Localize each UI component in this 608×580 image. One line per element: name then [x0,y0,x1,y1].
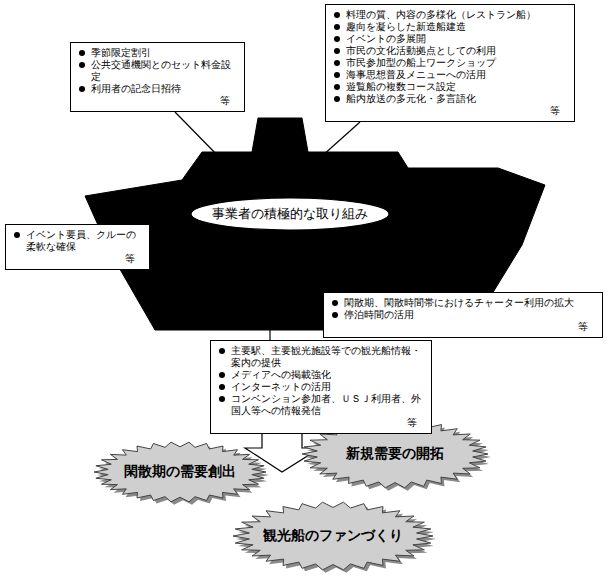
callout-box: イベント要員、クルーの柔軟な確保等 [5,224,150,270]
leader-line [322,122,360,156]
callout-text: 市民の文化活動拠点としての利用 [332,45,568,57]
callout-text: 船内放送の多元化・多言語化 [332,93,568,105]
callout-text: 等 [217,417,425,429]
callout-text: コンベンション参加者、ＵＳＪ利用者、外国人等への情報発信 [217,393,425,417]
callout-box: 主要駅、主要観光施設等での観光船情報・案内の提供メディアへの掲載強化インターネッ… [210,340,432,434]
callout-text: 趣向を凝らした新造船建造 [332,21,568,33]
leader-line [150,240,178,244]
callout-text: 等 [330,321,596,333]
burst-shape [233,502,433,570]
callout-text: イベントの多展開 [332,33,568,45]
callout-text: 市民参加型の船上ワークショップ [332,57,568,69]
callout-text: 停泊時間の活用 [330,309,596,321]
callout-text: 等 [332,105,568,117]
leader-line [298,300,323,302]
callout-text: メディアへの掲載強化 [217,369,425,381]
center-label: 事業者の積極的な取り組み [212,205,368,223]
callout-box: 閑散期、閑散時間帯におけるチャーター利用の拡大停泊時間の活用等 [323,292,603,338]
result-label: 新規需要の開拓 [346,445,444,463]
center-ellipse: 事業者の積極的な取り組み [190,197,390,231]
callout-text: 等 [12,253,143,265]
result-label: 閑散期の需要創出 [124,463,236,481]
callout-box: 季節限定割引公共交通機関とのセット料金設定利用者の記念日招待等 [70,42,245,112]
callout-text: 閑散期、閑散時間帯におけるチャーター利用の拡大 [330,297,596,309]
callout-text: 主要駅、主要観光施設等での観光船情報・案内の提供 [217,345,425,369]
burst-shape [302,420,488,488]
callout-text: 公共交通機関とのセット料金設定 [77,59,238,83]
result-burst: 閑散期の需要創出 [92,440,268,504]
burst-shape [94,442,266,502]
leader-line [175,112,222,160]
callout-text: 海事思想普及メニューへの活用 [332,69,568,81]
result-burst: 観光船のファンづくり [231,500,435,572]
callout-text: 料理の質、内容の多様化（レストラン船） [332,9,568,21]
callout-text: 遊覧船の複数コース設定 [332,81,568,93]
callout-text: インターネットの活用 [217,381,425,393]
callout-text: 季節限定割引 [77,47,238,59]
callout-text: 等 [77,95,238,107]
leader-line [269,322,270,340]
callout-text: 利用者の記念日招待 [77,83,238,95]
callout-box: 料理の質、内容の多様化（レストラン船）趣向を凝らした新造船建造イベントの多展開市… [325,4,575,122]
ellipse-shape [191,198,389,230]
callout-text: イベント要員、クルーの柔軟な確保 [12,229,143,253]
result-label: 観光船のファンづくり [263,527,403,545]
